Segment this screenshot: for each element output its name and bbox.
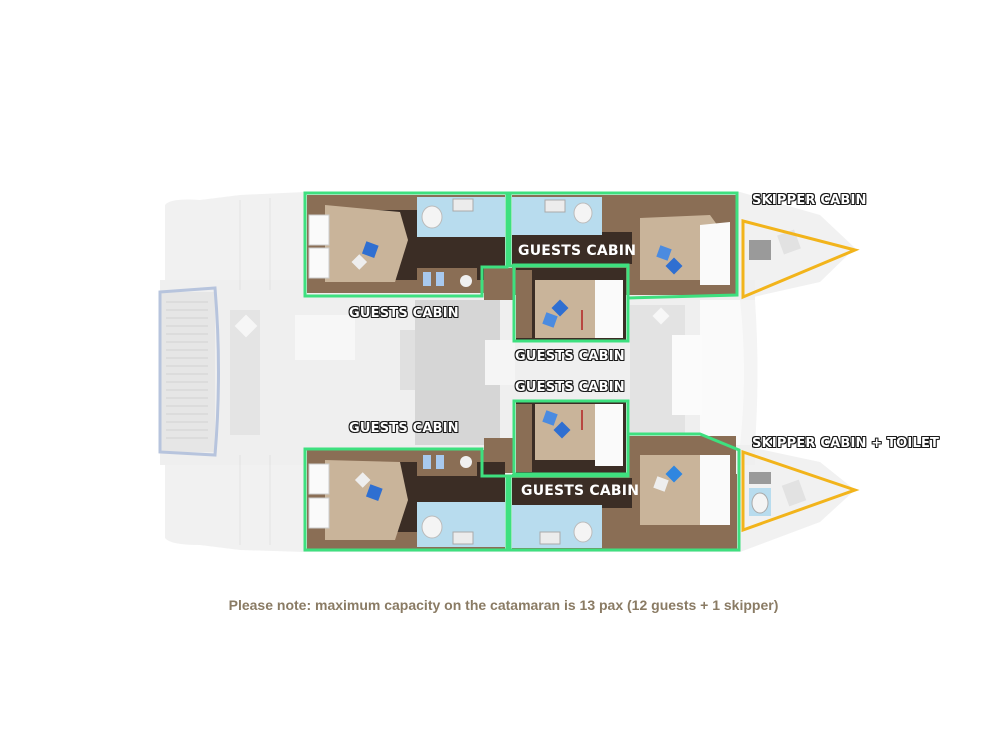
cabin-outline-stbd-aft	[303, 447, 509, 552]
cabin-interior-port-aft	[307, 195, 505, 293]
skipper-interior-stbd	[749, 472, 807, 516]
skipper-cabin-outlines	[741, 219, 860, 533]
cabin-interior-stbd-fwd	[512, 436, 737, 550]
label-guests-cabin-port-fwd: GUESTS CABIN	[518, 243, 637, 259]
cabin-interior-port-mid	[484, 268, 626, 340]
label-skipper-cabin-toilet: SKIPPER CABIN + TOILET	[752, 436, 940, 451]
label-guests-cabin-port-aft: GUESTS CABIN	[349, 306, 459, 321]
skipper-outline-port	[741, 219, 860, 300]
label-guests-cabin-stbd-aft: GUESTS CABIN	[349, 421, 459, 436]
label-guests-cabin-port-mid: GUESTS CABIN	[515, 349, 625, 364]
label-guests-cabin-stbd-fwd: GUESTS CABIN	[521, 483, 640, 499]
cabin-outline-stbd-fwd	[508, 432, 741, 552]
cabin-interior-stbd-mid	[484, 402, 626, 474]
cabin-outline-port-mid	[512, 263, 630, 343]
guest-cabin-outlines	[303, 191, 741, 552]
cabin-outline-port-aft	[303, 191, 509, 298]
skipper-outline-stbd	[741, 449, 860, 533]
label-guests-cabin-stbd-mid: GUESTS CABIN	[515, 380, 625, 395]
cabin-interior-stbd-aft	[307, 450, 505, 550]
capacity-note: Please note: maximum capacity on the cat…	[228, 597, 779, 613]
label-skipper-cabin: SKIPPER CABIN	[752, 193, 867, 208]
